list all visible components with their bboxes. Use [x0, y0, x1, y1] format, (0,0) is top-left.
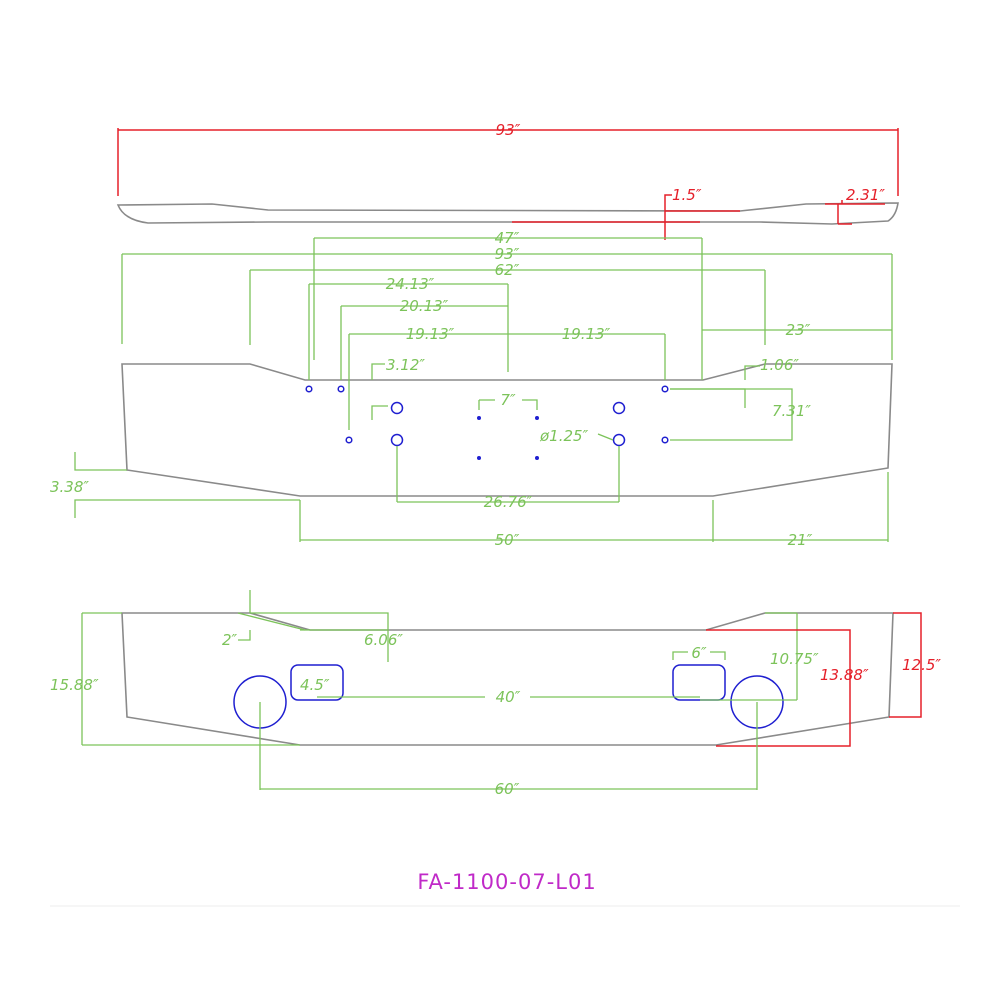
front-7-31-dimension-line — [670, 388, 793, 441]
mount-hole — [305, 385, 313, 393]
rear-6-06-dimension-label: 6.06″ — [364, 631, 403, 649]
front-3-12-dimension-line — [371, 363, 385, 380]
front-50-dimension-line — [299, 500, 714, 542]
plate-hole — [535, 456, 539, 460]
rear-2-dimension-label: 2″ — [222, 631, 238, 649]
front-7-31-dimension-label: 7.31″ — [772, 402, 811, 420]
tow-hole — [612, 401, 626, 415]
rear-view-outline — [121, 612, 894, 746]
front-24-13-dimension-line — [308, 283, 509, 380]
rear-10-75-dimension-label: 10.75″ — [770, 650, 819, 668]
plate-hole — [535, 416, 539, 420]
mount-hole — [661, 385, 669, 393]
front-93-dimension-label: 93″ — [495, 245, 520, 263]
top-end-dimension-label: 2.31″ — [846, 186, 885, 204]
rear-13-88-dimension-label: 13.88″ — [820, 666, 869, 684]
rear-60-dimension-label: 60″ — [495, 780, 520, 798]
rear-4-5-dimension-label: 4.5″ — [300, 676, 330, 694]
front-47-dimension-label: 47″ — [495, 229, 520, 247]
rear-60-dimension-line — [259, 702, 758, 790]
tow-hole — [612, 433, 626, 447]
front-19-13-left-dimension-label: 19.13″ — [406, 325, 455, 343]
front-21-dimension-line — [713, 472, 889, 542]
rear-15-88-dimension-label: 15.88″ — [50, 676, 99, 694]
top-overall-dimension-line — [117, 128, 899, 196]
top-view: 93″ 1.5″ 2.31″ — [116, 121, 899, 240]
rear-12-5-dimension-line — [889, 612, 922, 718]
mount-hole — [345, 436, 353, 444]
front-47-dimension-line — [313, 237, 703, 380]
front-3-12-dimension-label: 3.12″ — [386, 356, 425, 374]
front-93-dimension-line — [121, 253, 893, 360]
front-hole-diameter-label: ø1.25″ — [539, 427, 589, 445]
rear-10-75-dimension-line — [700, 612, 798, 701]
top-step-dimension-line — [512, 194, 740, 240]
front-view: 47″ 93″ 62″ 24.13″ 20.13″ 19.13″ 19.13″ … — [50, 229, 893, 549]
front-3-38-dimension-label: 3.38″ — [50, 478, 89, 496]
right-square-cutout — [672, 664, 726, 701]
rear-12-5-dimension-label: 12.5″ — [902, 656, 941, 674]
front-23-dimension-label: 23″ — [786, 321, 811, 339]
front-62-dimension-line — [249, 269, 766, 345]
top-overall-dimension-label: 93″ — [496, 121, 521, 139]
plate-hole — [477, 456, 481, 460]
front-3-38-dimension-line — [74, 452, 300, 518]
mount-hole — [337, 385, 345, 393]
front-50-dimension-label: 50″ — [495, 531, 520, 549]
front-1-06-dimension-line — [670, 365, 760, 408]
front-62-dimension-label: 62″ — [495, 261, 520, 279]
front-20-13-dimension-line — [340, 305, 508, 380]
front-1-06-dimension-label: 1.06″ — [760, 356, 799, 374]
rear-15-88-dimension-line — [81, 612, 300, 746]
rear-13-88-dimension-line — [706, 629, 851, 747]
front-26-76-dimension-label: 26.76″ — [484, 493, 533, 511]
tow-hole — [390, 401, 404, 415]
tow-hole — [390, 433, 404, 447]
rear-2-dimension-line — [237, 590, 306, 641]
rear-6-dimension-line — [672, 651, 726, 660]
front-26-76-dimension-line — [396, 446, 620, 503]
rear-6-06-dimension-line — [250, 612, 389, 662]
front-20-13-dimension-label: 20.13″ — [400, 297, 449, 315]
front-view-outline — [121, 363, 893, 497]
part-number: FA-1100-07-L01 — [417, 870, 596, 894]
front-21-dimension-label: 21″ — [788, 531, 813, 549]
front-7-dimension-line — [478, 399, 538, 410]
front-hole-diameter-leader — [597, 433, 614, 441]
rear-6-dimension-label: 6″ — [691, 644, 707, 662]
front-19-13-left-dimension-line — [348, 333, 508, 430]
front-19-13-right-dimension-line — [508, 333, 666, 380]
front-7-dimension-label: 7″ — [500, 391, 516, 409]
left-square-cutout — [290, 664, 344, 701]
rear-40-dimension-label: 40″ — [496, 688, 521, 706]
front-tow-hole-leader — [371, 405, 388, 420]
top-end-dimension-line — [825, 200, 885, 225]
top-step-dimension-label: 1.5″ — [672, 186, 702, 204]
mount-hole — [661, 436, 669, 444]
front-19-13-right-dimension-label: 19.13″ — [562, 325, 611, 343]
plate-hole — [477, 416, 481, 420]
top-view-outline — [116, 202, 899, 225]
rear-view: 2″ 6.06″ 15.88″ 4.5″ 6″ 40″ 10.75″ 13.88… — [50, 590, 941, 798]
front-24-13-dimension-label: 24.13″ — [386, 275, 435, 293]
